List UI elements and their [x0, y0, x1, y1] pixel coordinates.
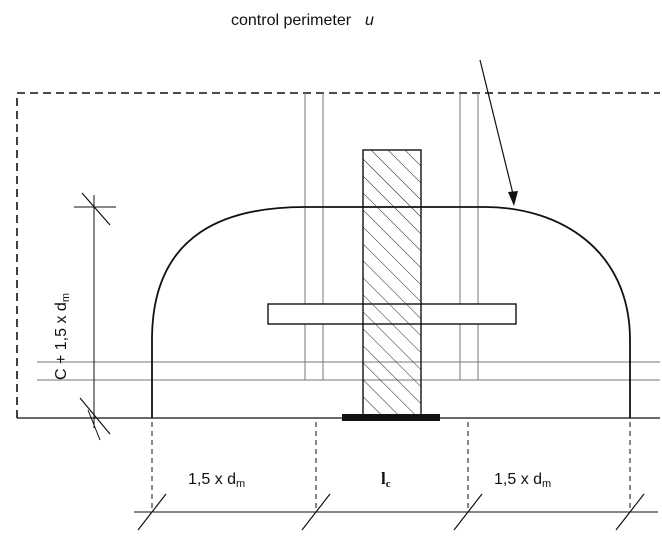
right-dim-sub: m: [542, 478, 551, 490]
slab-dashed-outline: [16, 92, 660, 418]
left-dim-label: 1,5 x dm: [188, 471, 245, 490]
vertical-dim-tick-bot-d2: [87, 409, 101, 441]
annotation-symbol: u: [365, 12, 374, 29]
bottom-dim-tick-1: [137, 493, 167, 531]
annotation-label: control perimeter u: [231, 12, 374, 29]
control-perimeter-curve: [151, 206, 631, 418]
bottom-dim-tick-4: [615, 493, 645, 531]
right-dim-label: 1,5 x dm: [494, 471, 551, 490]
vertical-dim-sub: m: [60, 293, 72, 302]
vertical-dim-label: C + 1,5 x dm: [53, 293, 72, 380]
vertical-dim-tick-top-d: [81, 192, 111, 226]
vertical-dim-tick-bot-d: [79, 397, 111, 435]
left-dim-sub: m: [236, 478, 245, 490]
center-dim-label: lc: [381, 469, 391, 490]
center-dim-sub: c: [386, 478, 391, 490]
column-base-plate: [342, 414, 440, 421]
annotation-arrow-line: [479, 59, 515, 199]
center-dim-main: l: [381, 469, 386, 488]
bottom-dim-tick-2: [301, 493, 331, 531]
annotation-arrow-head: [508, 191, 518, 206]
left-dim-main: 1,5 x d: [188, 471, 236, 488]
bottom-dim-tick-3: [453, 493, 483, 531]
annotation-text: control perimeter: [231, 12, 352, 29]
column-hatched: [362, 149, 422, 419]
right-dim-main: 1,5 x d: [494, 471, 542, 488]
vertical-dim-main: C + 1,5 x d: [53, 302, 70, 380]
